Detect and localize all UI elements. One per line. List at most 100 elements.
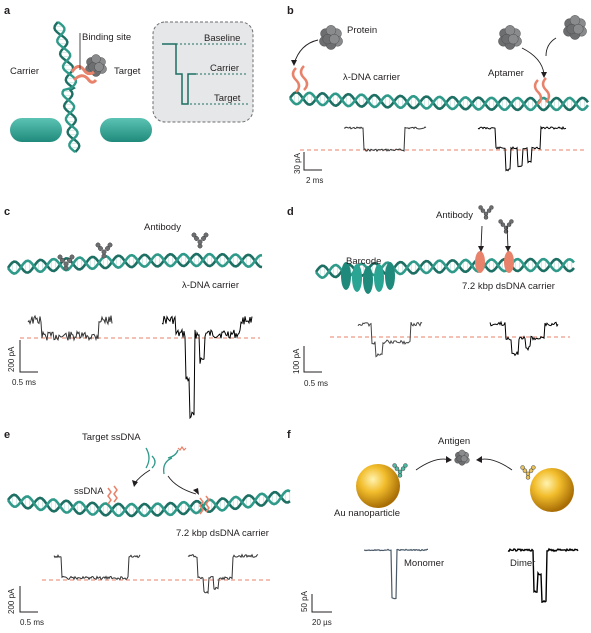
gold-nanoparticle-right: [530, 468, 574, 512]
carrier-label: Carrier: [10, 66, 39, 77]
current-trace-2: [477, 125, 567, 172]
panel-f: f Antigen Au nanoparticle Monomer Dimer …: [287, 429, 579, 627]
barcode-icon: [341, 262, 395, 294]
antibody-label: Antibody: [436, 210, 473, 221]
current-trace-1: [343, 126, 427, 152]
scale-y-label: 50 pA: [300, 590, 309, 612]
antibody-icon: [95, 242, 113, 259]
lambda-dna-carrier: [288, 90, 590, 112]
antigen-arrowhead-left: [446, 456, 452, 463]
dimer-label: Dimer: [510, 558, 535, 569]
binding-site-label: Binding site: [82, 32, 131, 43]
protein-icon: [319, 25, 343, 50]
scale-y-label: 30 pA: [293, 152, 302, 174]
scale-bar: [303, 152, 322, 171]
scale-x-label: 2 ms: [306, 176, 323, 185]
barcode-label: Barcode: [346, 256, 381, 267]
scale-x-label: 0.5 ms: [304, 379, 328, 388]
panel-d-letter: d: [287, 206, 294, 218]
scale-y-label: 200 pA: [7, 588, 16, 614]
target-ssdna-icon: [145, 447, 156, 469]
antibody-icon: [478, 205, 494, 220]
current-trace-2: [161, 315, 253, 420]
current-trace-1: [357, 321, 423, 358]
antibody-icon: [57, 254, 75, 271]
antigen-arrow-left: [415, 458, 451, 471]
antibody-icon: [498, 219, 514, 234]
scale-bar: [303, 346, 322, 373]
binding-arrowhead: [478, 246, 511, 252]
lambda-carrier-label: λ-DNA carrier: [182, 280, 239, 291]
dsdna-carrier-label: 7.2 kbp dsDNA carrier: [176, 528, 269, 539]
protein-label: Protein: [347, 25, 377, 36]
lambda-dna-carrier: [6, 252, 263, 275]
current-trace-1: [53, 554, 141, 581]
antigen-arrow-right: [477, 458, 513, 471]
aptamer-arrow: [521, 47, 545, 75]
aptamer-left-icon: [291, 65, 309, 93]
target-ssdna-label: Target ssDNA: [82, 432, 141, 443]
binding-arrow: [480, 225, 509, 249]
panel-a: a Binding site Carrier Target Baseline C…: [4, 5, 254, 153]
dna-carrier-strand: [53, 21, 81, 153]
panel-e-letter: e: [4, 429, 10, 441]
target-ssdna-tip: [177, 445, 187, 451]
inset-trace: [162, 43, 196, 105]
scale-y-label: 200 pA: [7, 346, 16, 372]
antibody-icon: [392, 463, 408, 478]
au-nanoparticle-label: Au nanoparticle: [334, 508, 400, 519]
scale-bar: [19, 340, 38, 373]
panel-b: b Protein λ-DNA carrier Aptamer 30 pA 2 …: [287, 5, 590, 185]
binding-arrow: [293, 39, 319, 65]
hybridize-arrowhead: [132, 480, 138, 487]
nanopore-membrane-right: [100, 118, 152, 142]
ssdna-overhang-icon: [107, 485, 118, 505]
antigen-label: Antigen: [438, 436, 470, 447]
dsdna-carrier: [6, 489, 291, 518]
panel-c-letter: c: [4, 206, 10, 218]
scale-x-label: 20 µs: [312, 618, 332, 627]
monomer-trace: [364, 548, 428, 600]
nanopore-membrane-left: [10, 118, 62, 142]
ssdna-overhang-icon-2: [199, 495, 210, 515]
panel-b-letter: b: [287, 5, 294, 17]
inset-target-label: Target: [214, 93, 241, 104]
current-trace-1: [27, 314, 113, 342]
panel-c: c Antibody λ-DNA carrier 200 pA 0.5 ms: [4, 206, 263, 420]
scale-bar: [19, 586, 38, 613]
inset-carrier-label: Carrier: [210, 63, 239, 74]
inset-baseline-label: Baseline: [204, 33, 240, 44]
scale-bar: [311, 594, 332, 613]
monomer-label: Monomer: [404, 558, 444, 569]
gold-nanoparticle-left: [356, 464, 400, 508]
scale-y-label: 100 pA: [292, 348, 301, 374]
ssdna-label: ssDNA: [74, 486, 104, 497]
binding-site-icon: [475, 251, 485, 273]
binding-site-icon: [504, 251, 514, 273]
antigen-icon: [454, 449, 470, 466]
aptamer-arrow-2: [545, 37, 557, 57]
protein-icon-aptamer: [498, 25, 522, 50]
aptamer-right-icon: [533, 77, 551, 105]
signal-inset: [152, 21, 254, 123]
target-label: Target: [114, 66, 141, 77]
panel-f-letter: f: [287, 429, 291, 441]
dimer-trace: [507, 547, 579, 603]
aptamer-label: Aptamer: [488, 68, 524, 79]
antibody-icon: [520, 465, 536, 480]
hybridize-arrow-2: [167, 475, 197, 495]
antigen-arrowhead-right: [476, 456, 482, 463]
hybridize-arrowhead-2: [193, 488, 199, 495]
scale-x-label: 0.5 ms: [12, 378, 36, 387]
panel-d: d Antibody Barcode 7.2 kbp dsDNA carrier…: [287, 205, 575, 388]
current-trace-2: [489, 320, 559, 357]
lambda-carrier-label: λ-DNA carrier: [343, 72, 400, 83]
binding-site-icon: [70, 65, 98, 84]
scale-x-label: 0.5 ms: [20, 618, 44, 627]
aptamer-arrowhead: [541, 72, 547, 78]
antibody-icon: [191, 232, 209, 249]
panel-e: e Target ssDNA ssDNA 7.2 kbp dsDNA carri…: [4, 429, 291, 627]
panel-a-letter: a: [4, 5, 11, 17]
current-trace-2: [187, 553, 259, 595]
